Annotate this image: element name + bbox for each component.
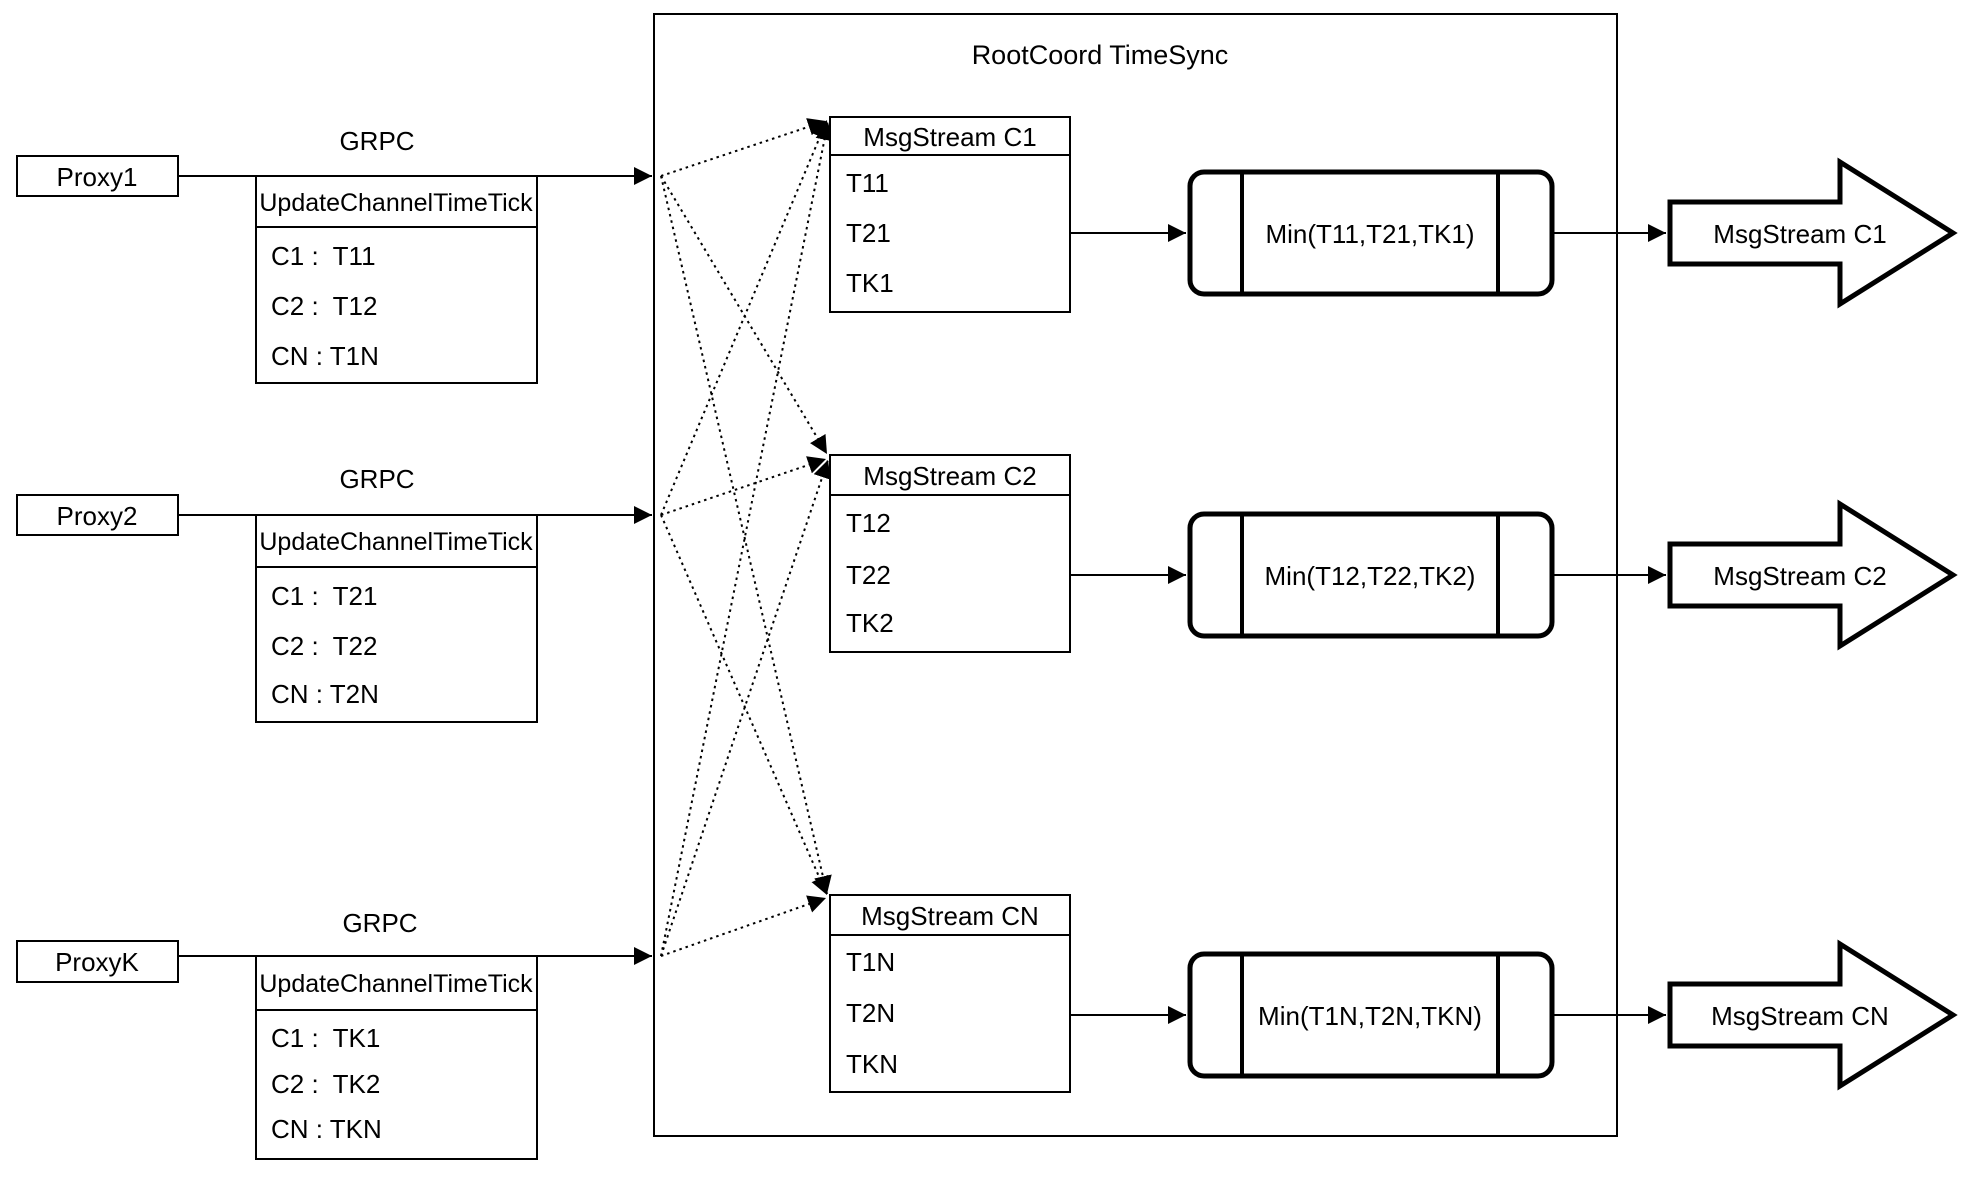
update-table-1-header: UpdateChannelTimeTick <box>259 189 533 217</box>
update-table-3-row-1: C1 : TK1 <box>271 1023 380 1053</box>
msgstream-cn-row-3: TKN <box>846 1049 898 1079</box>
msgstream-c2-table <box>829 454 1071 653</box>
msgstream-c2-row-1: T12 <box>846 508 891 538</box>
msgstream-c2-output-arrow <box>1667 499 1958 651</box>
update-table-3 <box>255 955 538 1160</box>
msgstream-c1-table <box>829 116 1071 313</box>
stream-row-2: MsgStream C2 T12 T22 TK2 Min(T12,T22,TK2… <box>829 454 1958 653</box>
update-table-3-row-2: C2 : TK2 <box>271 1069 380 1099</box>
msgstream-cn-header: MsgStream CN <box>861 901 1039 931</box>
fanout-dotted-arrows <box>660 118 834 957</box>
update-table-1-row-3: CN : T1N <box>271 341 379 371</box>
update-table-3-header: UpdateChannelTimeTick <box>259 970 533 998</box>
update-table-2-row-1: C1 : T21 <box>271 581 377 611</box>
msgstream-c2-output-label: MsgStream C2 <box>1713 561 1886 591</box>
min-cn-box <box>1187 951 1555 1079</box>
msgstream-c1-output-arrow <box>1667 157 1958 309</box>
msgstream-c1-output-label: MsgStream C1 <box>1713 219 1886 249</box>
min-c2-label: Min(T12,T22,TK2) <box>1265 561 1476 591</box>
msgstream-c2-row-2: T22 <box>846 560 891 590</box>
proxy1-box <box>16 155 179 197</box>
proxyk-label: ProxyK <box>55 947 139 977</box>
update-table-2-header: UpdateChannelTimeTick <box>259 528 533 556</box>
update-table-1-row-1: C1 : T11 <box>271 241 376 271</box>
update-table-2-row-2: C2 : T22 <box>271 631 377 661</box>
grpc-label-3: GRPC <box>342 908 417 938</box>
proxy2-box <box>16 494 179 536</box>
proxy-row-1: GRPC Proxy1 UpdateChannelTimeTick C1 : T… <box>16 126 538 384</box>
fanout-arrow-p1-c1 <box>660 118 827 177</box>
rootcoord-timesync-title: RootCoord TimeSync <box>972 40 1229 70</box>
proxy-row-3: GRPC ProxyK UpdateChannelTimeTick C1 : T… <box>16 908 538 1160</box>
stream-row-1: MsgStream C1 T11 T21 TK1 Min(T11,T21,TK1… <box>829 116 1958 313</box>
min-c1-label: Min(T11,T21,TK1) <box>1265 219 1474 249</box>
msgstream-cn-row-2: T2N <box>846 998 895 1028</box>
update-table-1 <box>255 175 538 384</box>
update-table-1-row-2: C2 : T12 <box>271 291 377 321</box>
stream-row-3: MsgStream CN T1N T2N TKN Min(T1N,T2N,TKN… <box>829 894 1958 1093</box>
min-c2-box <box>1187 511 1555 639</box>
proxy-row-2: GRPC Proxy2 UpdateChannelTimeTick C1 : T… <box>16 464 538 723</box>
grpc-label-1: GRPC <box>339 126 414 156</box>
min-cn-label: Min(T1N,T2N,TKN) <box>1258 1001 1482 1031</box>
msgstream-cn-table <box>829 894 1071 1093</box>
fanout-arrow-p2-c1 <box>660 119 829 516</box>
fanout-arrow-pk-c1 <box>660 121 834 957</box>
fanout-arrow-pk-cn <box>660 895 827 957</box>
fanout-arrow-p2-c2 <box>660 456 827 516</box>
proxy1-label: Proxy1 <box>57 162 138 192</box>
update-table-3-row-3: CN : TKN <box>271 1114 382 1144</box>
min-c1-box <box>1187 169 1555 297</box>
fanout-arrow-p1-c2 <box>660 175 828 455</box>
fanout-arrow-pk-c2 <box>660 459 831 957</box>
msgstream-c2-row-3: TK2 <box>846 608 894 638</box>
proxy2-label: Proxy2 <box>57 501 138 531</box>
msgstream-c1-row-2: T21 <box>846 218 891 248</box>
msgstream-cn-output-label: MsgStream CN <box>1711 1001 1889 1031</box>
msgstream-c2-header: MsgStream C2 <box>863 461 1036 491</box>
msgstream-cn-output-arrow <box>1667 939 1958 1091</box>
msgstream-cn-row-1: T1N <box>846 947 895 977</box>
msgstream-c1-header: MsgStream C1 <box>863 122 1036 152</box>
msgstream-c1-row-1: T11 <box>846 168 889 198</box>
proxyk-box <box>16 940 179 983</box>
msgstream-c1-row-3: TK1 <box>846 268 894 298</box>
update-table-2-row-3: CN : T2N <box>271 679 379 709</box>
grpc-label-2: GRPC <box>339 464 414 494</box>
update-table-2 <box>255 514 538 723</box>
fanout-arrow-p2-cn <box>660 514 829 896</box>
